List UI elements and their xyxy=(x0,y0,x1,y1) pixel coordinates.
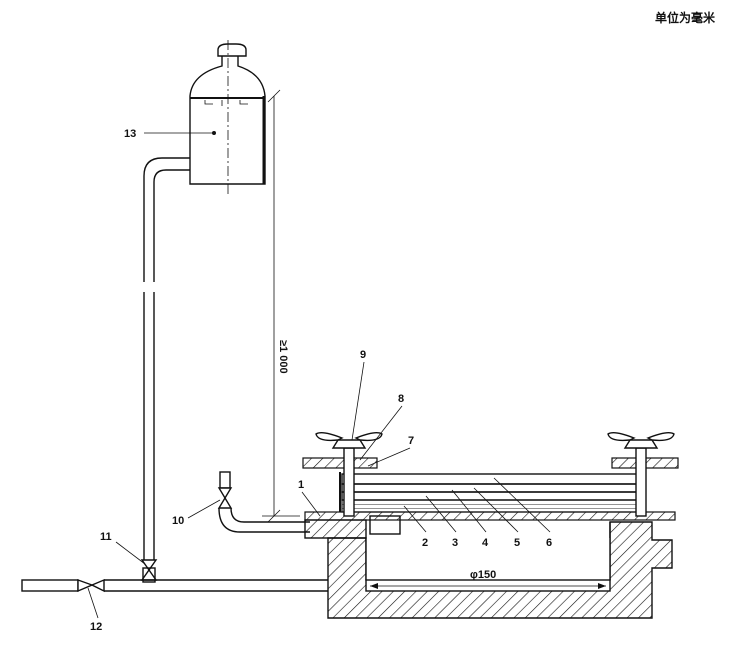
callout-13: 13 xyxy=(124,128,136,140)
callout-3: 3 xyxy=(452,537,458,549)
callout-7: 7 xyxy=(408,435,414,447)
callout-6: 6 xyxy=(546,537,552,549)
height-dimension-label: ≥1 000 xyxy=(277,340,289,374)
callout-11: 11 xyxy=(100,531,112,543)
callout-8: 8 xyxy=(398,393,404,405)
callout-12: 12 xyxy=(90,621,102,633)
side-inlet xyxy=(217,471,310,533)
callout-9: 9 xyxy=(360,349,366,361)
diameter-dimension-label: φ150 xyxy=(470,569,496,581)
base-block xyxy=(304,515,673,619)
callout-2: 2 xyxy=(422,537,428,549)
supply-tube xyxy=(140,157,190,583)
reservoir-bottle xyxy=(189,40,266,194)
leader-lines xyxy=(87,132,551,619)
base-pipe xyxy=(21,578,328,593)
unit-note: 单位为毫米 xyxy=(655,10,716,25)
callout-10: 10 xyxy=(172,515,184,527)
callout-1: 1 xyxy=(298,479,304,491)
callout-4: 4 xyxy=(482,537,489,549)
height-dimension xyxy=(262,89,300,523)
callout-5: 5 xyxy=(514,537,520,549)
specimen-stack xyxy=(302,431,679,521)
